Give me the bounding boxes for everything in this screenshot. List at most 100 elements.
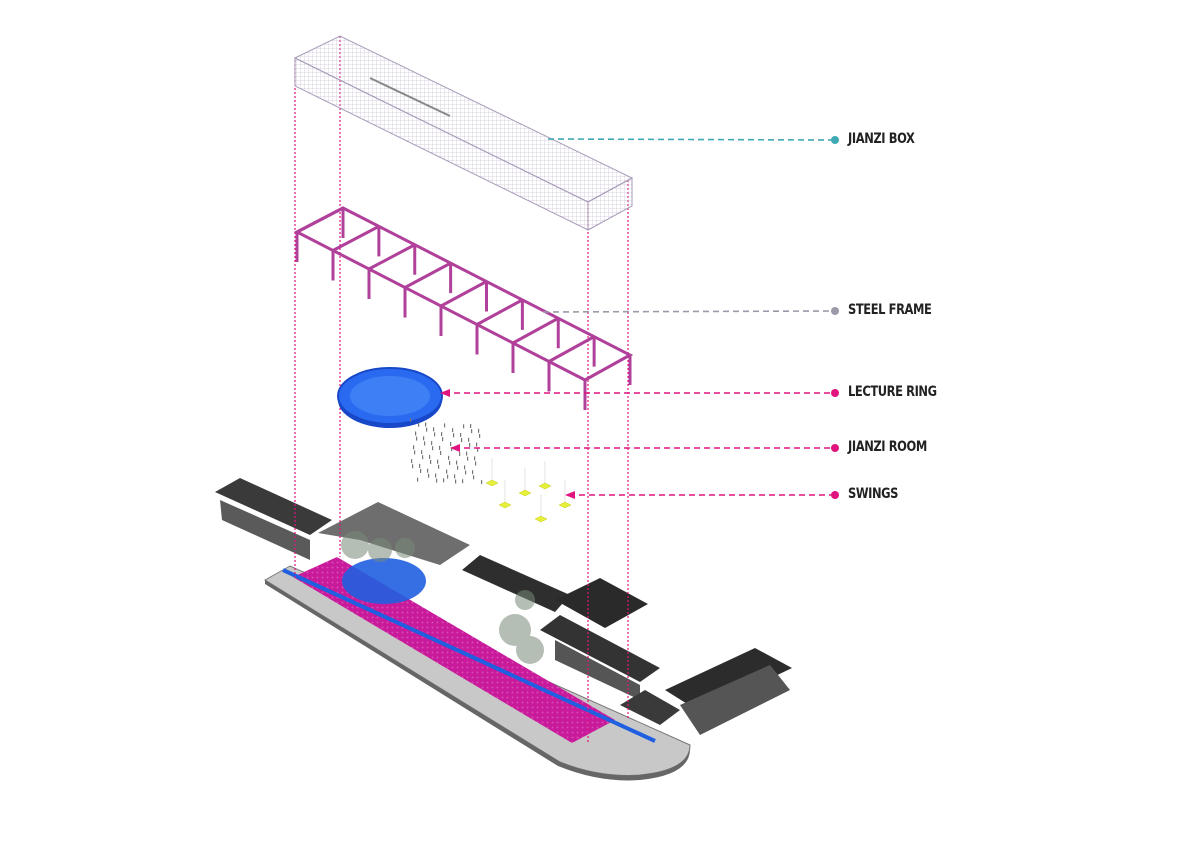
jianzi-item	[437, 459, 439, 464]
jianzi-item	[462, 479, 464, 484]
jianzi-item	[439, 445, 441, 450]
frame-beam	[332, 225, 380, 252]
jianzi-item	[418, 422, 420, 427]
jianzi-item	[450, 442, 452, 446]
jianzi-item	[415, 431, 417, 436]
steel-frame	[293, 206, 634, 410]
jianzi-item	[433, 427, 435, 432]
swing-seat	[498, 501, 512, 509]
jianzi-item	[414, 450, 416, 455]
jianzi-item	[440, 451, 442, 455]
jianzi-item	[436, 478, 438, 483]
jianzi-item	[426, 427, 428, 432]
jianzi-room	[410, 418, 483, 485]
jianzi-item	[481, 480, 483, 485]
frame-beam	[440, 280, 488, 308]
jianzi-item	[466, 451, 468, 456]
jianzi-item	[456, 460, 458, 465]
jianzi-item	[424, 441, 426, 446]
jianzi-item	[472, 470, 474, 475]
jianzi-item	[438, 464, 440, 469]
jianzi-item	[453, 433, 455, 438]
frame-beam	[584, 353, 631, 382]
frame-beam	[404, 261, 452, 289]
frame-beam	[512, 316, 559, 345]
jianzi-item	[454, 474, 456, 479]
swing-seat	[534, 515, 548, 523]
label-swings: SWINGS	[848, 486, 899, 502]
jianzi-item	[468, 437, 470, 442]
jianzi-item	[469, 442, 471, 447]
jianzi-item	[429, 454, 431, 459]
jianzi-item	[467, 456, 469, 461]
site-ground	[264, 557, 691, 781]
jianzi-item	[463, 424, 465, 429]
existing-buildings	[215, 478, 792, 735]
swing-seat	[558, 501, 572, 509]
jianzi-item	[432, 446, 434, 451]
jianzi-item	[412, 464, 414, 469]
frame-beam	[368, 243, 416, 271]
ring-footprint	[342, 558, 426, 604]
jianzi-item	[452, 428, 454, 433]
jianzi-item	[421, 450, 423, 455]
jianzi-box	[293, 35, 634, 231]
jianzi-item	[428, 473, 430, 478]
label-jianzi-box: JIANZI BOX	[848, 131, 915, 147]
jianzi-item	[470, 424, 472, 428]
jianzi-item	[459, 451, 461, 456]
jianzi-item	[410, 418, 412, 422]
swing-seat	[518, 489, 532, 497]
jianzi-item	[422, 455, 424, 460]
jianzi-item	[448, 455, 450, 460]
jianzi-item	[427, 468, 429, 473]
jianzi-item	[435, 473, 437, 478]
jianzi-item	[461, 438, 463, 443]
leader-lines	[444, 138, 833, 496]
jianzi-item	[451, 447, 453, 452]
jianzi-item	[479, 433, 481, 438]
jianzi-item	[431, 441, 433, 446]
jianzi-item	[477, 447, 479, 452]
jianzi-item	[411, 459, 413, 464]
jianzi-item	[457, 465, 459, 470]
jianzi-item	[423, 436, 425, 441]
jianzi-item	[420, 469, 422, 473]
jianzi-item	[416, 436, 418, 441]
jianzi-item	[474, 456, 476, 461]
trees	[341, 531, 544, 664]
frame-beam	[548, 335, 595, 363]
swings	[485, 458, 572, 523]
leader-dots	[440, 136, 839, 499]
swing-seat	[538, 482, 552, 490]
label-steel-frame: STEEL FRAME	[848, 302, 932, 318]
lecture-ring	[337, 367, 443, 428]
jianzi-item	[443, 478, 445, 483]
jianzi-item	[473, 475, 475, 480]
jianzi-item	[417, 477, 419, 482]
projection-lines	[294, 36, 629, 742]
jianzi-item	[434, 432, 436, 437]
jianzi-item	[419, 463, 421, 468]
label-jianzi-room: JIANZI ROOM	[848, 439, 927, 455]
jianzi-item	[425, 422, 427, 427]
jianzi-item	[464, 465, 466, 470]
water-channel	[282, 568, 656, 743]
jianzi-item	[460, 433, 462, 437]
jianzi-item	[446, 469, 448, 474]
frame-beam	[476, 298, 524, 326]
jianzi-item	[430, 460, 432, 464]
jianzi-item	[476, 442, 478, 447]
jianzi-item	[455, 479, 457, 484]
frame-beam	[296, 206, 344, 234]
jianzi-item	[441, 432, 443, 437]
jianzi-item	[475, 461, 477, 466]
jianzi-item	[447, 474, 449, 479]
jianzi-item	[465, 470, 467, 475]
jianzi-item	[478, 428, 480, 433]
jianzi-item	[471, 429, 473, 434]
label-lecture-ring: LECTURE RING	[848, 384, 937, 400]
jianzi-item	[444, 423, 446, 428]
swing-seat	[485, 479, 499, 487]
